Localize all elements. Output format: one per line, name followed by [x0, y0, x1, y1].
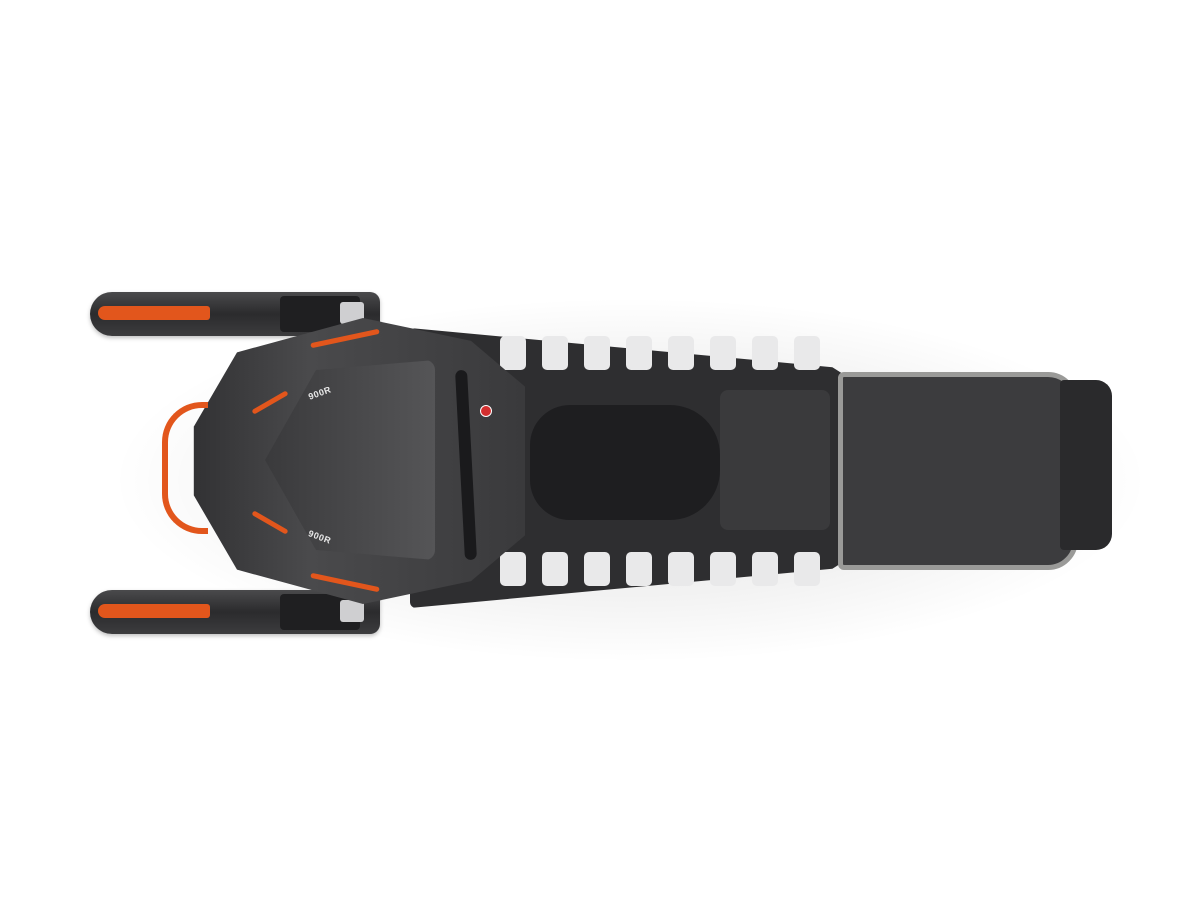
- right-ski: [90, 590, 380, 634]
- front-bumper: [162, 402, 208, 534]
- upper-tunnel-vents: [500, 336, 820, 370]
- rear-storage-bag: [720, 390, 830, 530]
- lower-tunnel-vents: [500, 552, 820, 586]
- rear-deck: [838, 372, 1078, 570]
- ski-clamp: [340, 302, 364, 324]
- kill-switch-icon: [480, 405, 492, 417]
- ski-tip-accent: [98, 604, 210, 618]
- ski-clamp: [340, 600, 364, 622]
- snow-flap: [1060, 380, 1112, 550]
- ski-tip-accent: [98, 306, 210, 320]
- seat: [530, 405, 720, 520]
